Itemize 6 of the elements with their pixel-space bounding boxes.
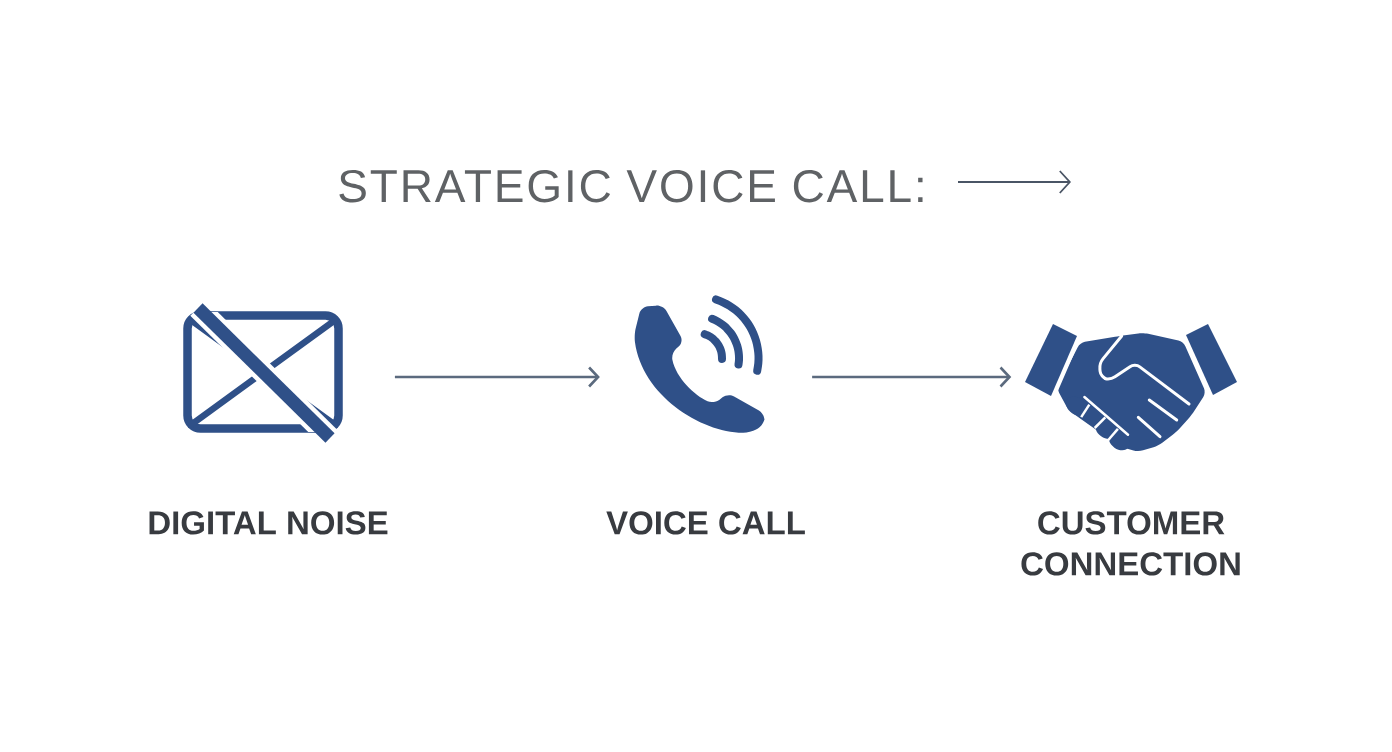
- node-label: CUSTOMER CONNECTION: [1021, 511, 1240, 576]
- title: STRATEGIC VOICE CALL:: [339, 169, 923, 203]
- node-label: DIGITAL NOISE: [149, 511, 388, 535]
- node-label: VOICE CALL: [606, 511, 805, 535]
- arrow: [394, 366, 600, 388]
- arrow: [812, 366, 1012, 388]
